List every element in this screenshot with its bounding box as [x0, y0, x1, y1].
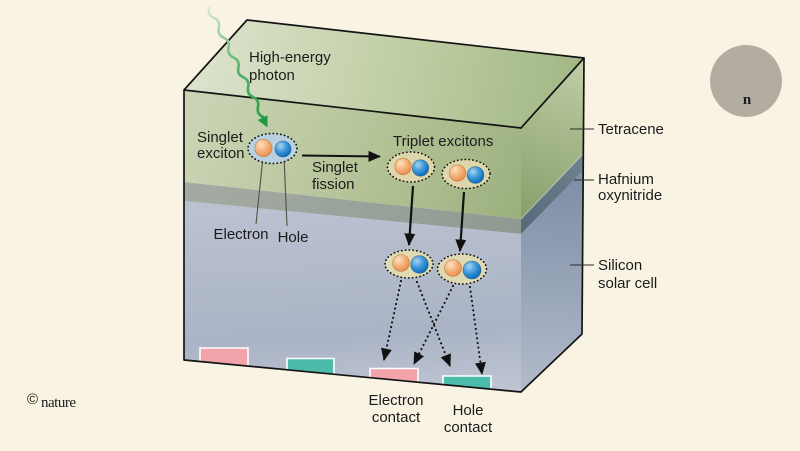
hole-leader-line — [283, 156, 288, 227]
photon-label-line2: photon — [249, 67, 295, 84]
electron-to-contact-arrow-1 — [381, 279, 403, 362]
photon-arrow — [207, 6, 268, 128]
top-face-edges — [183, 57, 585, 129]
photon-arrowhead — [257, 115, 268, 128]
copyright: © nature — [27, 391, 77, 411]
layer-ticks — [570, 128, 594, 266]
silicon-front-face — [184, 201, 521, 392]
transferred-exciton-pair-1 — [384, 249, 434, 279]
solid-arrows — [301, 150, 467, 252]
tetracene-front-face — [184, 90, 521, 219]
leader-lines — [255, 156, 288, 227]
nature-logo-n-glyph: n — [743, 92, 752, 108]
silicon-right-face — [521, 170, 584, 392]
hole-to-contact-arrow-2 — [468, 285, 486, 376]
nature-logo-circle — [710, 45, 782, 117]
nature-logo: n — [710, 45, 782, 117]
electron-label: Electron — [213, 226, 268, 243]
singlet-exciton-label-line1: Singlet — [197, 129, 244, 146]
hole-ball — [410, 255, 429, 274]
copyright-wordmark: nature — [41, 395, 76, 411]
triplet-drop-arrow-2 — [455, 191, 467, 252]
hafnium-front-face — [184, 182, 521, 234]
hole-contact-label-line1: Hole — [453, 402, 484, 419]
hole-label: Hole — [278, 229, 309, 246]
singlet-fission-arrow — [301, 150, 381, 162]
singlet-exciton-label-line2: exciton — [197, 145, 245, 162]
singlet-fission-label-line2: fission — [312, 176, 355, 193]
triplet-excitons-label: Triplet excitons — [393, 133, 493, 150]
box-outline — [183, 19, 585, 393]
electron-ball — [448, 164, 467, 182]
silicon-label-line1: Silicon — [598, 257, 642, 274]
photon-label-line1: High-energy — [249, 49, 331, 66]
excitons — [247, 132, 491, 285]
electron-ball — [444, 259, 462, 277]
triplet-exciton-pair-2 — [441, 158, 491, 190]
electron-ball — [392, 254, 410, 272]
electron-leader-line — [255, 156, 264, 225]
hafnium-label-line2: oxynitride — [598, 187, 662, 204]
hole-to-contact-arrow-1 — [415, 280, 452, 368]
device-box — [184, 20, 585, 392]
singlet-fission-label-line1: Singlet — [312, 159, 359, 176]
hafnium-right-face — [521, 153, 584, 234]
triplet-drop-arrow-1 — [404, 185, 416, 246]
triplet-exciton-pair-1 — [386, 151, 436, 183]
tetracene-label: Tetracene — [598, 121, 664, 138]
hole-ball — [462, 260, 482, 280]
electron-ball — [394, 157, 412, 176]
electron-to-contact-arrow-2 — [412, 284, 455, 366]
hafnium-highlight-edge — [520, 152, 585, 220]
electron-contact-label-line2: contact — [372, 409, 421, 426]
charge-arrows — [381, 279, 486, 376]
photon-wave — [207, 6, 265, 119]
hole-ball — [411, 159, 430, 177]
hole-ball — [274, 140, 292, 158]
electron-contact-label-line1: Electron — [368, 392, 423, 409]
hole-ball — [466, 166, 485, 184]
annotation-labels: High-energy photon Singlet exciton Singl… — [197, 49, 664, 436]
tetracene-right-face — [521, 58, 584, 219]
hole-contact-label-line2: contact — [444, 419, 493, 436]
electron-ball — [254, 138, 273, 157]
transferred-exciton-pair-2 — [436, 253, 488, 285]
copyright-symbol: © — [27, 391, 38, 408]
silicon-label-line2: solar cell — [598, 275, 657, 292]
singlet-exciton-pair — [247, 132, 298, 165]
hafnium-label-line1: Hafnium — [598, 171, 654, 188]
